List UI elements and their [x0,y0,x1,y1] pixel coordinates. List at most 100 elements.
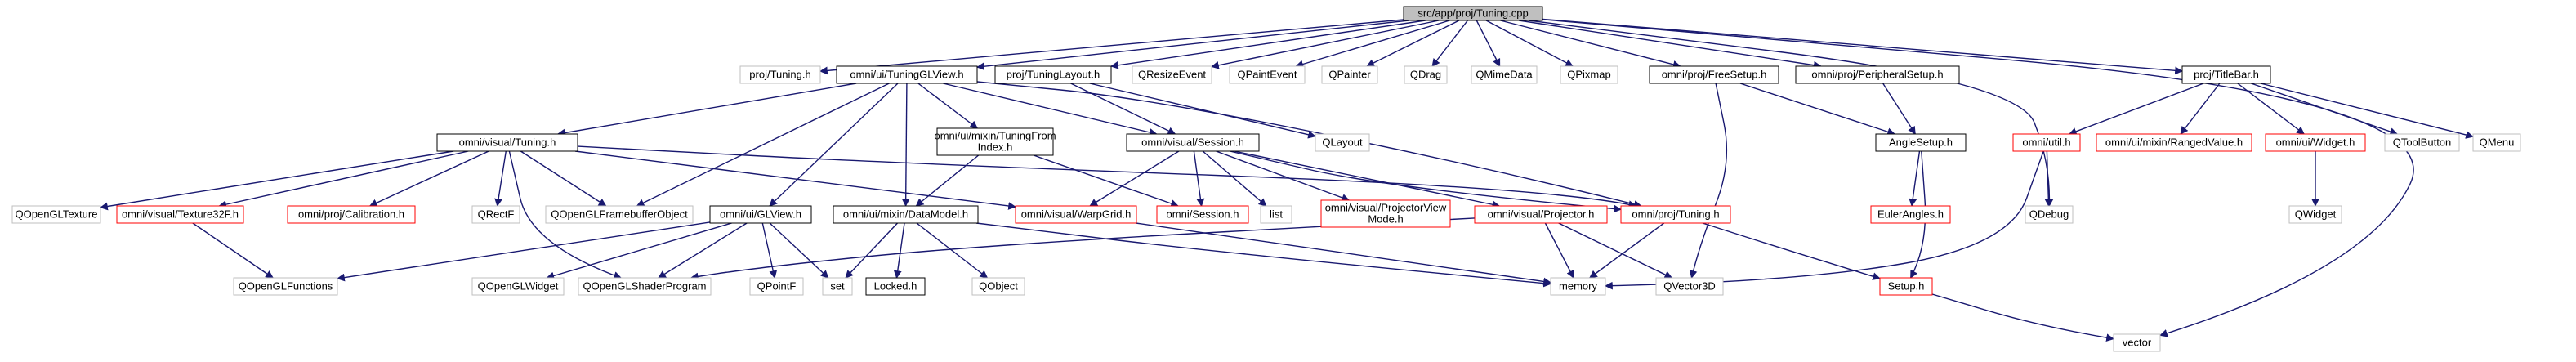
node-label: QWidget [2295,208,2337,221]
graph-node-n5[interactable]: QPaintEvent [1229,65,1306,84]
graph-node-n26[interactable]: QRectF [471,205,520,224]
include-edge-n0-to-n12 [1542,18,2183,75]
graph-node-n38[interactable]: QWidget [2288,205,2342,224]
node-label: omni/ui/mixin/TuningFrom [934,130,1056,142]
node-box [471,277,565,296]
node-box [1471,65,1538,84]
graph-node-n44[interactable]: Locked.h [865,277,926,296]
graph-node-n25[interactable]: omni/proj/Calibration.h [287,205,416,224]
graph-node-n28[interactable]: omni/ui/GLView.h [709,205,812,224]
graph-node-n10[interactable]: omni/proj/FreeSetup.h [1649,65,1779,84]
node-box [2181,65,2271,84]
node-label: omni/Session.h [1167,208,1239,221]
graph-node-n2[interactable]: omni/ui/TuningGLView.h [836,65,978,84]
include-edge-n34-to-n46 [1544,222,1574,279]
graph-node-n4[interactable]: QResizeEvent [1132,65,1212,84]
graph-node-n43[interactable]: set [822,277,853,296]
graph-node-n46[interactable]: memory [1550,277,1606,296]
node-label: proj/Tuning.h [749,69,810,81]
node-label: QRectF [478,208,515,221]
node-box [11,205,101,224]
node-label: Locked.h [874,280,917,293]
include-edge-n12-to-n18 [2068,83,2204,136]
graph-node-n12[interactable]: proj/TitleBar.h [2181,65,2271,84]
include-edge-n13-to-n23 [100,150,454,211]
graph-node-n16[interactable]: QLayout [1315,133,1370,152]
node-label: QOpenGLShaderProgram [583,280,706,293]
graph-node-n9[interactable]: QPixmap [1560,65,1618,84]
graph-node-n37[interactable]: QDebug [2025,205,2074,224]
graph-node-n41[interactable]: QOpenGLShaderProgram [578,277,712,296]
include-edge-n0-to-n2 [976,20,1409,71]
graph-node-n11[interactable]: omni/proj/PeripheralSetup.h [1795,65,1960,84]
node-box [822,277,853,296]
graph-node-n0[interactable]: src/app/proj/Tuning.cpp [1403,6,1543,21]
node-label: omni/ui/mixin/DataModel.h [843,208,968,221]
graph-node-n1[interactable]: proj/Tuning.h [739,65,821,84]
graph-node-n19[interactable]: omni/ui/mixin/RangedValue.h [2096,133,2252,152]
include-edge-n0-to-n10 [1500,20,1681,69]
include-edge-n29-to-n44 [893,222,905,279]
node-box [749,277,804,296]
graph-node-n27[interactable]: QOpenGLFramebufferObject [545,205,694,224]
graph-node-n21[interactable]: QToolButton [2384,133,2460,152]
include-edge-n10-to-n47 [1689,83,1728,279]
graph-node-n30[interactable]: omni/visual/WarpGrid.h [1015,205,1137,224]
graph-node-n45[interactable]: QObject [971,277,1025,296]
node-label: omni/util.h [2022,136,2070,149]
graph-node-n6[interactable]: QPainter [1321,65,1378,84]
graph-node-n23[interactable]: QOpenGLTexture [11,205,101,224]
graph-node-n15[interactable]: omni/visual/Session.h [1126,133,1260,152]
graph-node-n35[interactable]: omni/proj/Tuning.h [1620,205,1731,224]
graph-node-n31[interactable]: omni/Session.h [1156,205,1249,224]
graph-node-n18[interactable]: omni/util.h [2012,133,2081,152]
include-edge-n15-to-n30 [1089,150,1180,207]
node-label: QMenu [2480,136,2515,149]
graph-node-n42[interactable]: QPointF [749,277,804,296]
node-label: QPixmap [1567,69,1610,81]
node-box [1875,133,1967,152]
node-box [865,277,926,296]
include-edge-n3-to-n15 [1070,83,1176,135]
node-box [2012,133,2081,152]
node-box [287,205,416,224]
graph-node-n40[interactable]: QOpenGLWidget [471,277,565,296]
node-label: QPainter [1328,69,1371,81]
graph-node-n20[interactable]: omni/ui/Widget.h [2265,133,2366,152]
graph-node-n13[interactable]: omni/visual/Tuning.h [436,133,578,152]
graph-node-n34[interactable]: omni/visual/Projector.h [1474,205,1608,224]
graph-node-n17[interactable]: AngleSetup.h [1875,133,1967,152]
graph-node-n32[interactable]: list [1260,205,1292,224]
graph-node-n36[interactable]: EulerAngles.h [1870,205,1951,224]
include-edge-n0-to-n8 [1476,20,1501,67]
include-edge-n28-to-n43 [769,222,829,279]
node-label: QOpenGLFunctions [239,280,333,293]
include-edge-n17-to-n48 [1909,150,1926,279]
node-box [836,65,978,84]
graph-node-n47[interactable]: QVector3D [1655,277,1724,296]
include-edge-n14-to-n31 [1033,154,1179,208]
node-box [1870,205,1951,224]
graph-node-n48[interactable]: Setup.h [1879,277,1933,296]
include-edge-n14-to-n29 [915,154,980,207]
graph-node-n8[interactable]: QMimeData [1471,65,1538,84]
node-box [1560,65,1618,84]
graph-node-n49[interactable]: vector [2113,333,2161,352]
node-box [578,277,712,296]
include-edge-n13-to-n26 [494,150,507,207]
node-label: omni/ui/TuningGLView.h [850,69,963,81]
graph-node-n29[interactable]: omni/ui/mixin/DataModel.h [833,205,979,224]
graph-node-n24[interactable]: omni/visual/Texture32F.h [116,205,244,224]
node-box [1132,65,1212,84]
graph-node-n3[interactable]: proj/TuningLayout.h [994,65,1112,84]
node-box [1795,65,1960,84]
node-box [471,205,520,224]
graph-node-n7[interactable]: QDrag [1404,65,1448,84]
graph-node-n22[interactable]: QMenu [2472,133,2521,152]
graph-node-n39[interactable]: QOpenGLFunctions [233,277,338,296]
include-edge-n13-to-n41 [508,150,623,279]
node-label: omni/visual/ProjectorView [1325,202,1447,214]
